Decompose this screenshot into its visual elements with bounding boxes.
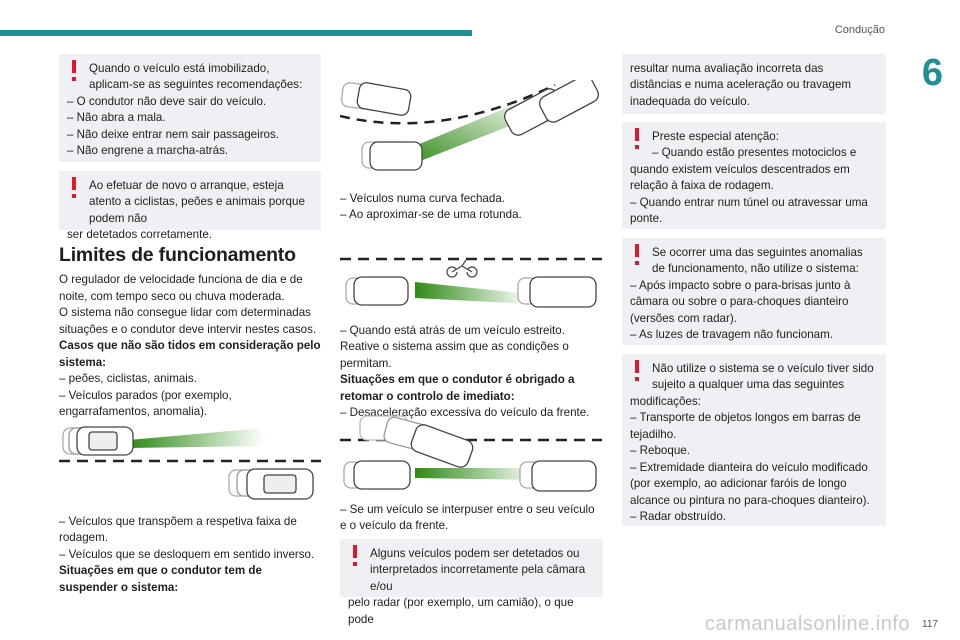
lane-marking [340,83,556,125]
car-icon [228,468,314,500]
list-item: – Após impacto sobre o para-brisas junto… [630,278,851,325]
list-item: – Transporte de objetos longos em barras… [630,411,861,441]
list-item: – Veículos que se desloquem em sentido i… [59,547,315,561]
illustration-lane-change [59,426,321,500]
watermark: carmanualsonline.info [704,612,910,635]
list-item: – As luzes de travagem não funcionam. [630,328,834,342]
radar-beam [415,282,530,304]
illustration-narrow-vehicle [340,257,602,308]
bold-heading: Casos que não são tidos em consideração … [59,339,321,369]
warning-text: Quando o veículo está imobilizado, aplic… [89,62,303,92]
warning-icon [635,128,639,149]
list-item: – O condutor não deve sair do veículo. [67,94,267,108]
warning-text-cont: pelo radar (por exemplo, um camião), o q… [348,596,574,626]
warning-text-cont: modificações: [630,394,701,408]
warning-box-restart: Ao efetuar de novo o arranque, esteja at… [59,171,321,241]
warning-box-misdetection: Alguns veículos podem ser detetados ou i… [340,539,603,626]
list-item: – Quando está atrás de um veículo estrei… [340,324,565,337]
list-item: – Radar obstruído. [630,510,727,524]
radar-beam [415,468,540,480]
car-icon [345,276,597,308]
list-item: – Ao aproximar-se de uma rotunda. [340,208,522,222]
warning-text-cont: quando existem veículos descentrados em … [630,162,850,193]
warning-text-cont: resultar numa avaliação incorreta das di… [630,62,852,108]
warning-text: Preste especial atenção: – Quando estão … [652,130,857,160]
warning-icon [353,545,357,566]
column-1-text-2: – Veículos que transpõem a respetiva fai… [59,514,321,596]
warning-icon [635,360,639,381]
warning-text: Ao efetuar de novo o arranque, esteja at… [89,179,305,225]
warning-box-attention: Preste especial atenção: – Quando estão … [622,122,886,229]
warning-icon [635,244,639,265]
warning-box-continued: resultar numa avaliação incorreta das di… [622,54,886,114]
car-icon [340,82,412,116]
warning-text: Não utilize o sistema se o veículo tiver… [652,362,874,392]
list-item: – Não engrene a marcha-atrás. [67,144,229,158]
list-item: – Extremidade dianteira do veículo modif… [630,460,870,507]
section-title: Condução [834,24,885,36]
column-2-text-2: – Quando está atrás de um veículo estrei… [340,323,602,422]
car-icon [62,426,134,456]
bold-heading: Situações em que o condutor tem de suspe… [59,564,262,594]
header-accent-bar [0,30,472,36]
illustration-cut-in [340,415,602,492]
warning-text-cont: ser detetados corretamente. [67,228,213,242]
paragraph: O regulador de velocidade funciona de di… [59,273,303,303]
warning-icon [72,177,76,198]
column-2-text-3: – Se um veículo se interpuser entre o se… [340,502,602,535]
page-number: 117 [922,618,938,630]
column-1-text: Limites de funcionamento O regulador de … [59,244,321,420]
list-item: – Quando entrar num túnel ou atravessar … [630,195,868,226]
list-item: – Não deixe entrar nem sair passageiros. [67,127,280,141]
paragraph: O sistema não consegue lidar com determi… [59,306,317,336]
chapter-number: 6 [921,52,944,94]
list-item: – Não abra a mala. [67,111,166,125]
list-item: – Reboque. [630,444,690,458]
car-icon [503,80,600,136]
warning-box-stationary: Quando o veículo está imobilizado, aplic… [59,54,321,162]
list-item: – Se um veículo se interpuser entre o se… [340,503,595,533]
warning-box-malfunction: Se ocorrer uma das seguintes anomalias d… [622,238,886,345]
warning-text: Alguns veículos podem ser detetados ou i… [370,547,586,593]
list-item: – Veículos numa curva fechada. [340,192,505,205]
warning-text: Se ocorrer uma das seguintes anomalias d… [652,246,863,276]
car-icon [361,141,423,171]
car-icon [343,460,597,492]
bold-heading: Situações em que o condutor é obrigado a… [340,373,575,403]
warning-icon [72,60,76,81]
list-item: – peões, ciclistas, animais. [59,372,197,386]
section-heading: Limites de funcionamento [59,244,296,266]
list-item: – Veículos que transpõem a respetiva fai… [59,515,297,545]
bicycle-icon [446,259,478,278]
illustration-tight-curve [340,80,600,171]
warning-box-modifications: Não utilize o sistema se o veículo tiver… [622,354,886,526]
car-icon [359,415,474,468]
paragraph: Reative o sistema assim que as condições… [340,340,569,370]
column-2-text-1: – Veículos numa curva fechada. – Ao apro… [340,191,602,224]
radar-beam [129,428,264,448]
list-item: – Veículos parados (por exemplo, engarra… [59,388,232,419]
